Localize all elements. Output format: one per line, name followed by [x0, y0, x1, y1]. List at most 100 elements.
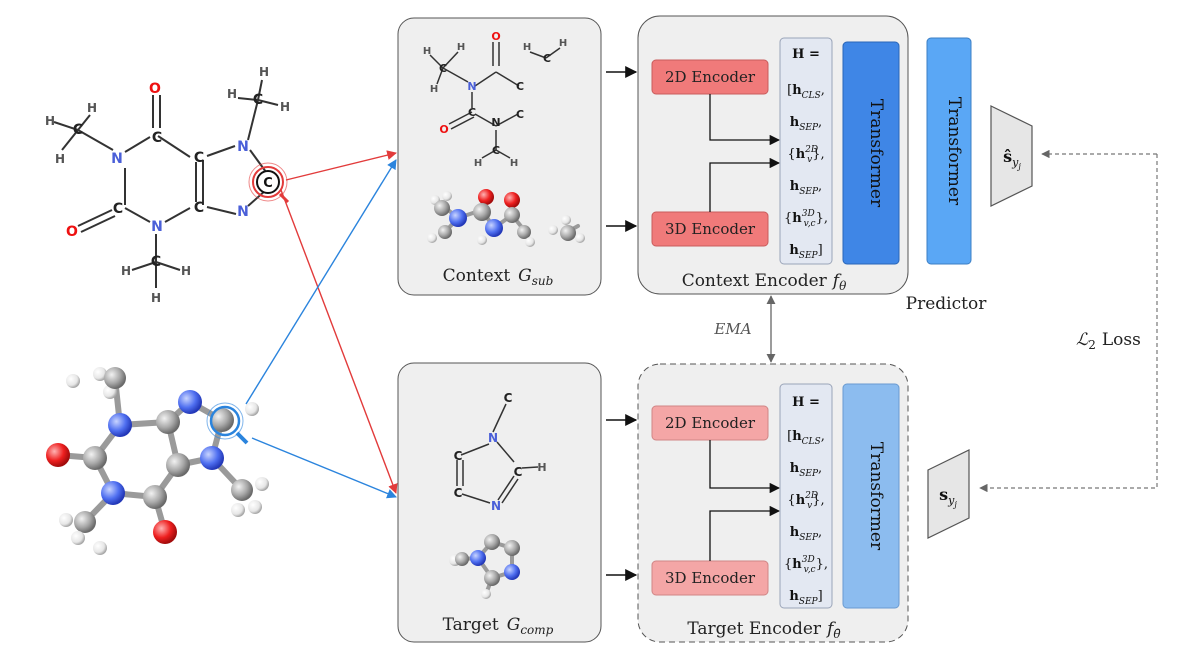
atom-h: H	[55, 152, 65, 166]
atom-h: H	[457, 42, 465, 53]
context-transformer	[842, 41, 900, 265]
molecule-3d	[46, 367, 269, 555]
token-line: [hCLS,	[787, 83, 825, 101]
context-fragment-bonds	[429, 42, 561, 159]
context-merge-lines	[709, 94, 781, 212]
atom-c: C	[516, 80, 524, 93]
context-fragment-3d	[427, 189, 585, 247]
molecule-2d-hydrogens: H H H H H H H H H	[45, 65, 290, 305]
atom-c: C	[253, 92, 263, 108]
red-to-target-line	[280, 189, 398, 494]
atom-n: N	[491, 116, 500, 129]
atom-h: H	[227, 87, 237, 101]
atom-h: H	[474, 158, 482, 169]
context-token-sequence	[779, 37, 833, 265]
molecule-2d-atoms: O O N N N N C C C C C C C	[66, 81, 263, 270]
atom-h: H	[121, 264, 131, 278]
ema-label: EMA	[713, 320, 751, 338]
atom-h: H	[280, 100, 290, 114]
red-to-context-line	[285, 150, 397, 181]
atom-h: H	[423, 46, 431, 57]
target-transformer	[842, 383, 900, 609]
atom-h: H	[430, 84, 438, 95]
atom-h: H	[510, 158, 518, 169]
atom-h: H	[559, 38, 567, 49]
target-2d-encoder-label: 2D Encoder	[665, 414, 756, 432]
token-line: hSEP]	[789, 589, 822, 607]
predicted-output-trapezoid	[990, 105, 1033, 207]
predictor-transformer-label: Transformer	[944, 97, 964, 206]
atom-h: H	[523, 42, 531, 53]
atom-h: H	[151, 291, 161, 305]
molecule-2d-bonds	[53, 79, 279, 288]
atom-c: C	[454, 486, 463, 500]
atom-c: C	[439, 62, 447, 75]
atom-h: H	[259, 65, 269, 79]
predictor-transformer	[926, 37, 972, 265]
context-fragment-hydrogens: H H H H H H H	[423, 38, 567, 169]
blue-to-target-line	[251, 437, 397, 499]
atom-o: O	[66, 224, 78, 240]
target-output-trapezoid	[927, 449, 970, 539]
loss-connector	[979, 149, 1158, 493]
context-fragment-2d: O O N N C C C C C C H H H H H H H	[423, 30, 567, 169]
target-fragment-3d	[449, 534, 520, 599]
target-fragment-2d: C N C C N C H	[454, 391, 547, 513]
atom-n: N	[111, 151, 123, 167]
atom-c: C	[468, 106, 476, 119]
atom-n: N	[237, 139, 249, 155]
atom-c: C	[492, 144, 500, 157]
input-arrows	[606, 66, 638, 581]
token-line: hSEP,	[790, 525, 822, 543]
predictor-label: Predictor	[906, 294, 988, 314]
target-transformer-label: Transformer	[866, 442, 886, 551]
highlight-c-2d: C	[248, 162, 290, 204]
atom-c: C	[152, 130, 162, 146]
atom-c: C	[454, 449, 463, 463]
atom-c: C	[194, 150, 204, 166]
atom-n: N	[488, 431, 498, 445]
target-merge-lines	[709, 440, 781, 561]
atom-o: O	[439, 123, 448, 136]
context-fragment-atoms: O O N N C C C C C C	[439, 30, 551, 157]
target-subgraph-panel	[397, 362, 602, 643]
highlight-c-3d	[206, 402, 249, 445]
h-equals: H =	[792, 47, 820, 62]
atom-c: C	[263, 176, 273, 191]
atom-h: H	[537, 461, 546, 474]
atom-c: C	[113, 201, 123, 217]
atom-n: N	[151, 219, 163, 235]
atom-n: N	[237, 204, 249, 220]
atom-c: C	[73, 122, 83, 138]
target-fragment-atoms: C N C C N C H	[454, 391, 547, 513]
atom-c: C	[504, 391, 513, 405]
atom-c: C	[543, 52, 551, 65]
token-line: hSEP,	[790, 179, 822, 197]
predicted-output-label: ŝyj	[1003, 147, 1021, 171]
atom-o: O	[491, 30, 500, 43]
atom-h: H	[45, 114, 55, 128]
context-2d-encoder-label: 2D Encoder	[665, 68, 756, 86]
token-line: [hCLS,	[787, 429, 825, 447]
target-3d-encoder-label: 3D Encoder	[665, 569, 756, 587]
selection-lines	[245, 150, 398, 499]
h-equals: H =	[792, 395, 820, 410]
atom-c: C	[194, 200, 204, 216]
token-line: hSEP,	[790, 461, 822, 479]
molecule-2d: O O N N N N C C C C C C C H H H H H H H …	[45, 65, 290, 305]
target-output-label: syj	[939, 485, 957, 509]
atom-h: H	[181, 264, 191, 278]
atom-c: C	[514, 465, 523, 479]
atom-c: C	[151, 254, 161, 270]
